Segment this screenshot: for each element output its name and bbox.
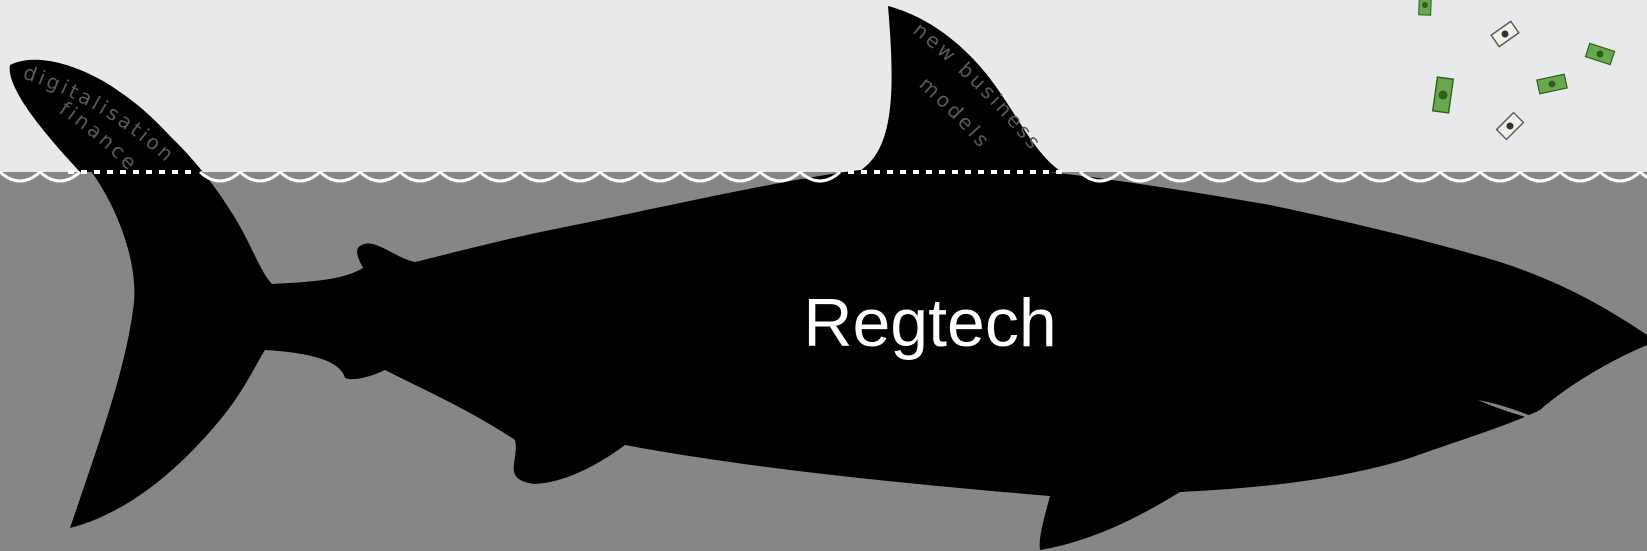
wave-scallop [558, 170, 602, 183]
wave-scallop [718, 170, 762, 183]
wave-scallop [1318, 170, 1362, 183]
wave-scallop [38, 170, 82, 183]
wave-scallop [1158, 170, 1202, 183]
wave-scallop [0, 170, 42, 183]
wave-scallop [758, 170, 802, 183]
banknote-icon [1584, 42, 1616, 66]
wave-scallop [318, 170, 362, 183]
title-text: Regtech [803, 285, 1056, 361]
wave-scallop [1238, 170, 1282, 183]
banknote-icon [1495, 111, 1525, 141]
wave-scallop [438, 170, 482, 183]
banknote-icon [1536, 73, 1568, 95]
wave-scallop [1198, 170, 1242, 183]
wave-scallop [1638, 170, 1647, 179]
shark-silhouette-icon [9, 6, 1647, 550]
wave-scallop [638, 170, 682, 183]
wave-scallop [678, 170, 722, 183]
wave-scallop [1358, 170, 1402, 183]
wave-scallop [238, 170, 282, 183]
wave-scallop [1398, 170, 1442, 183]
wave-scallop [398, 170, 442, 183]
shark-body [13, 62, 1647, 550]
banknote-icon-group [1418, 0, 1616, 141]
wave-scallop [1078, 170, 1122, 183]
wave-scallop [1598, 170, 1642, 183]
wave-line [0, 170, 1647, 183]
banknote-icon [1418, 0, 1432, 16]
banknote-icon [1431, 76, 1455, 114]
wave-scallop [478, 170, 522, 183]
shark-mouth [1478, 400, 1552, 425]
banknote-icon [1490, 20, 1520, 48]
wave-scallop [198, 170, 242, 183]
wave-scallop [518, 170, 562, 183]
wave-scallop [1558, 170, 1602, 183]
wave-scallop [358, 170, 402, 183]
wave-scallop [1478, 170, 1522, 183]
wave-scallop [1518, 170, 1562, 183]
wave-scallop [598, 170, 642, 183]
wave-scallop [1118, 170, 1162, 183]
sky-background [0, 0, 1647, 175]
wave-scallop [1278, 170, 1322, 183]
shark-tail-fin [9, 59, 200, 172]
wave-scallop [798, 170, 842, 183]
wave-scallop [1438, 170, 1482, 183]
wave-scallop [278, 170, 322, 183]
shark-dorsal-fin [858, 6, 1062, 172]
